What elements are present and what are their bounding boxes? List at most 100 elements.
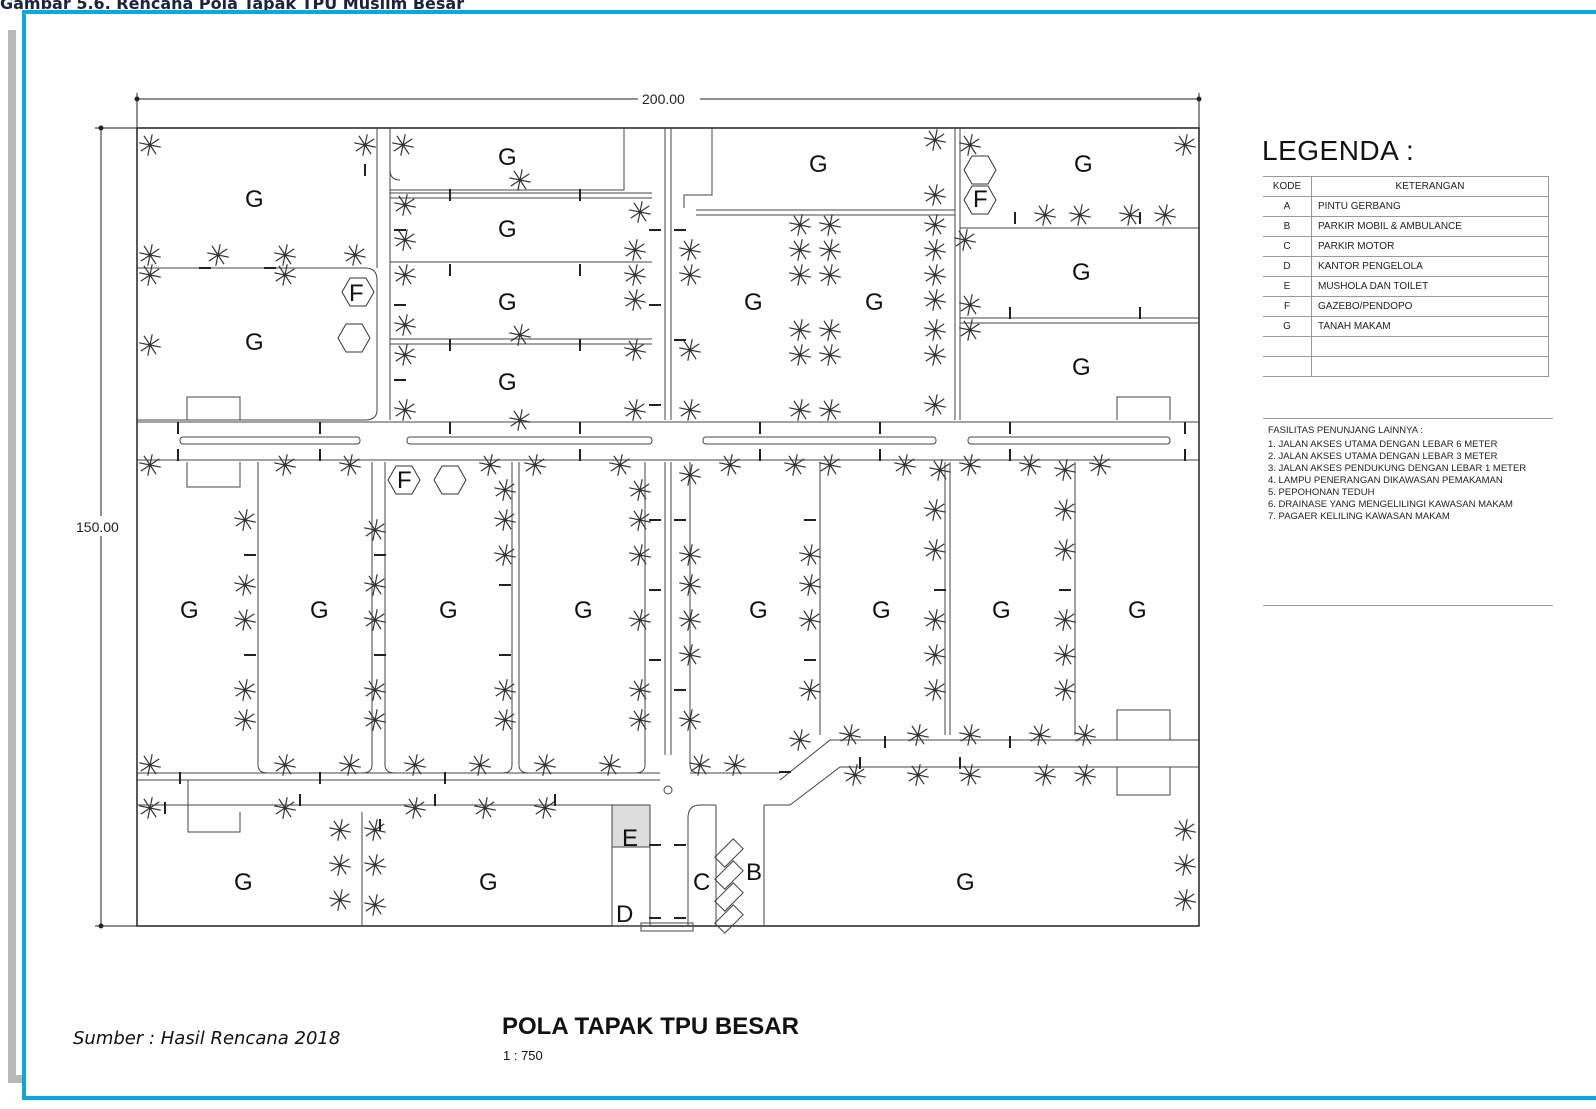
tree-icon [1054,609,1076,631]
tree-icon [819,214,841,236]
tree-icon [1034,764,1056,786]
tree-icon [139,264,161,286]
plan-scale: 1 : 750 [503,1048,543,1063]
tree-icon [924,644,946,666]
tree-icon [789,214,811,236]
site-boundary [136,127,1200,927]
gazebo-shapes [337,155,997,495]
tree-icon [629,609,651,631]
zone-label-g: G [809,151,828,178]
tree-icon [679,609,701,631]
legend-code [1263,336,1312,357]
tree-icon [819,399,841,421]
tree-icon [959,294,981,316]
zone-label-g: G [865,289,884,316]
tree-icon [679,239,701,261]
legend-code: D [1263,256,1312,277]
tree-icon [344,244,366,266]
tree-icon [404,754,426,776]
tree-icon [494,679,516,701]
tree-icon [207,244,229,266]
tree-icon [924,344,946,366]
tree-icon [924,214,946,236]
zone-label-g: G [245,186,264,213]
tree-icon [274,754,296,776]
tree-icon [819,264,841,286]
zone-label-g: G [180,597,199,624]
tree-icon [364,819,386,841]
tree-icon [1054,644,1076,666]
tree-icon [924,264,946,286]
tree-icon [629,509,651,531]
facility-item: 1. JALAN AKSES UTAMA DENGAN LEBAR 6 METE… [1268,439,1498,450]
legend-desc: GAZEBO/PENDOPO [1311,296,1549,317]
tree-icon [1034,204,1056,226]
tree-icon [959,764,981,786]
tree-icon [234,574,256,596]
tree-icon [392,134,414,156]
tree-icon [924,129,946,151]
zone-label-f: F [349,280,364,307]
tree-icon [629,479,651,501]
legend-code: A [1263,196,1312,217]
tree-icon [924,184,946,206]
source-note: Sumber : Hasil Rencana 2018 [73,1028,341,1049]
tree-icon [599,754,621,776]
legend-desc: PINTU GERBANG [1311,196,1549,217]
legend-col-code: KODE [1263,176,1312,197]
tree-icon [494,479,516,501]
zone-label-g: G [498,216,517,243]
frame-shadow-left [8,30,16,1080]
tree-icon [789,344,811,366]
tree-icon [274,244,296,266]
legend-desc [1311,356,1549,377]
zone-label-g: G [245,329,264,356]
tree-icon [139,334,161,356]
tree-icon [1074,724,1096,746]
tree-icon [1119,204,1141,226]
tree-icon [959,134,981,156]
tree-icon [789,729,811,751]
legend-code: B [1263,216,1312,237]
tree-icon [494,509,516,531]
facility-item: 2. JALAN AKSES UTAMA DENGAN LEBAR 3 METE… [1268,451,1498,462]
tree-icon [474,797,496,819]
tree-icon [629,709,651,731]
legend-header-row: KODE KETERANGAN [1263,176,1549,197]
zone-label-g: G [749,597,768,624]
tree-icon [524,454,546,476]
tree-icon [1174,134,1196,156]
zone-label-e: E [622,825,638,852]
zone-label-g: G [479,869,498,896]
tree-icon [819,344,841,366]
zone-label-g: G [574,597,593,624]
legend-code: E [1263,276,1312,297]
legend-code: C [1263,236,1312,257]
tree-icon [624,399,646,421]
tree-icon [329,819,351,841]
tree-icon [1074,764,1096,786]
facility-item: 4. LAMPU PENERANGAN DIKAWASAN PEMAKAMAN [1268,475,1503,486]
tree-icon [819,239,841,261]
tree-icon [364,609,386,631]
tree-icon [924,499,946,521]
zone-label-g: G [310,597,329,624]
tree-icon [689,754,711,776]
tree-icon [394,314,416,336]
tree-icon [494,544,516,566]
legend-title: LEGENDA : [1262,135,1415,166]
tree-icon [1154,204,1176,226]
legend-row [1263,336,1549,357]
tree-icon [274,454,296,476]
legend-code: G [1263,316,1312,337]
width-dimension-label: 200.00 [642,91,685,107]
zone-label-c: C [693,869,710,896]
figure-caption: Gambar 5.6. Rencana Pola Tapak TPU Musli… [0,0,465,13]
